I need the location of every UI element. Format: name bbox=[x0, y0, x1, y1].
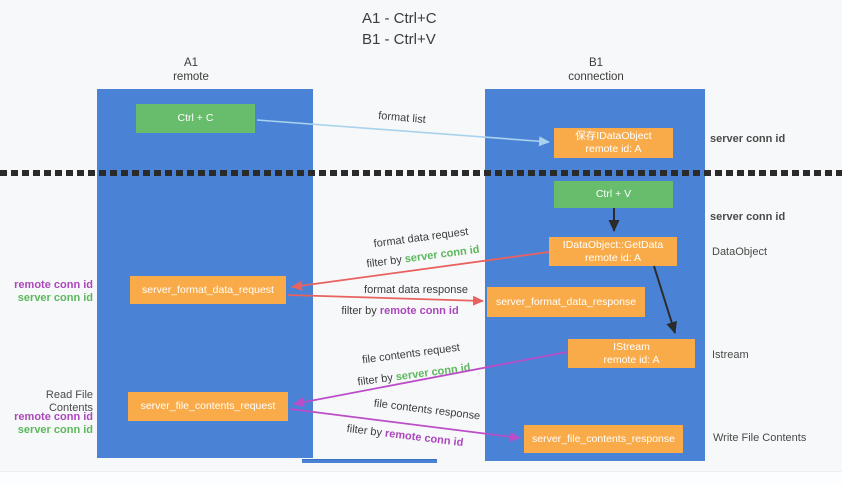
node-idataobject-getdata-line2: remote id: A bbox=[584, 251, 642, 264]
node-server-format-data-response: server_format_data_response bbox=[487, 287, 645, 317]
node-ctrl-v: Ctrl + V bbox=[554, 181, 673, 208]
server-conn-id-text: server conn id bbox=[395, 361, 472, 384]
node-ctrl-v-label: Ctrl + V bbox=[595, 188, 632, 200]
side-label-server-conn-id-mid: server conn id bbox=[710, 211, 786, 223]
edge-label-file-contents-request: file contents request bbox=[361, 342, 460, 367]
side-label-istream: Istream bbox=[712, 349, 749, 361]
lane-a1-name: A1 bbox=[183, 57, 199, 69]
side-label-read-file-contents: Read File Contents bbox=[45, 389, 93, 414]
node-save-idataobject: 保存IDataObject remote id: A bbox=[554, 128, 673, 158]
node-idataobject-getdata-line1: IDataObject::GetData bbox=[562, 238, 664, 251]
node-server-file-contents-request: server_file_contents_request bbox=[128, 392, 288, 421]
side-label-server-conn-id-1: server conn id bbox=[17, 292, 93, 304]
node-idataobject-getdata: IDataObject::GetData remote id: A bbox=[549, 237, 677, 266]
node-ctrl-c: Ctrl + C bbox=[136, 104, 255, 133]
side-label-server-conn-id-2: server conn id bbox=[17, 424, 93, 436]
format-list-text: format list bbox=[377, 109, 427, 127]
remote-conn-id-text: remote conn id bbox=[379, 305, 459, 317]
side-label-remote-conn-id-1: remote conn id bbox=[14, 279, 93, 291]
filter-by-text: filter by bbox=[346, 422, 383, 440]
node-ctrl-c-label: Ctrl + C bbox=[177, 112, 214, 124]
edge-label-filter-remote-conn-1: filter by remote conn id bbox=[341, 305, 458, 317]
node-save-idataobject-line2: remote id: A bbox=[585, 143, 642, 155]
file-contents-request-text: file contents request bbox=[361, 341, 461, 367]
edge-label-filter-server-conn-2: filter by server conn id bbox=[357, 362, 471, 389]
bottom-blue-bar bbox=[302, 459, 437, 463]
node-server-file-contents-response: server_file_contents_response bbox=[524, 425, 683, 453]
lane-header-a1: A1 remote bbox=[131, 56, 251, 84]
bottom-strip bbox=[0, 471, 842, 485]
node-server-format-data-request: server_format_data_request bbox=[130, 276, 286, 304]
file-contents-response-text: file contents response bbox=[373, 397, 481, 423]
edge-label-filter-remote-conn-2: filter by remote conn id bbox=[346, 423, 464, 449]
lane-b1-subtitle: connection bbox=[568, 71, 624, 83]
format-data-response-text: format data response bbox=[364, 284, 468, 296]
node-save-idataobject-line1: 保存IDataObject bbox=[575, 130, 652, 142]
server-conn-id-text: server conn id bbox=[404, 243, 481, 266]
node-server-format-data-response-label: server_format_data_response bbox=[495, 295, 637, 308]
lane-a1-subtitle: remote bbox=[173, 71, 209, 83]
side-label-remote-conn-id-2: remote conn id bbox=[14, 411, 93, 423]
session-divider-dotted-line bbox=[0, 170, 842, 176]
node-server-file-contents-response-label: server_file_contents_response bbox=[531, 432, 675, 445]
node-istream: IStream remote id: A bbox=[568, 339, 695, 368]
filter-by-text: filter by bbox=[341, 305, 377, 317]
side-label-dataobject: DataObject bbox=[712, 246, 768, 258]
node-istream-line2: remote id: A bbox=[603, 353, 660, 366]
edge-label-format-list: format list bbox=[378, 110, 427, 126]
title-line-1: A1 - Ctrl+C bbox=[362, 10, 437, 27]
side-label-server-conn-id-top: server conn id bbox=[710, 133, 786, 145]
filter-by-text: filter by bbox=[356, 371, 394, 389]
node-istream-line1: IStream bbox=[613, 340, 650, 353]
node-server-format-data-request-label: server_format_data_request bbox=[142, 283, 274, 296]
edge-label-format-data-response: format data response bbox=[364, 284, 468, 296]
filter-by-text: filter by bbox=[365, 253, 403, 271]
lane-b1-name: B1 bbox=[588, 57, 604, 69]
lane-header-b1: B1 connection bbox=[536, 56, 656, 84]
remote-conn-id-text: remote conn id bbox=[384, 427, 464, 450]
title-line-2: B1 - Ctrl+V bbox=[362, 31, 436, 48]
diagram-title: A1 - Ctrl+C B1 - Ctrl+V bbox=[362, 8, 437, 50]
side-label-write-file-contents: Write File Contents bbox=[713, 432, 807, 444]
node-server-file-contents-request-label: server_file_contents_request bbox=[140, 400, 276, 412]
edge-label-file-contents-response: file contents response bbox=[373, 398, 481, 423]
